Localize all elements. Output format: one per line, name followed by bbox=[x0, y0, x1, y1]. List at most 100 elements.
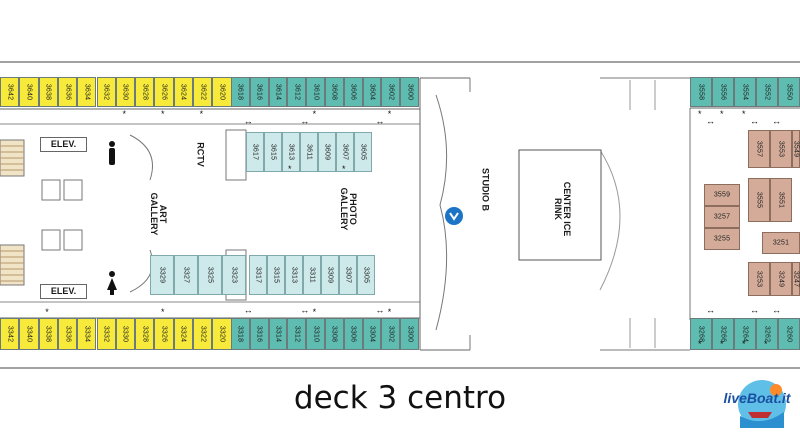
cabin-3266[interactable]: 3266 bbox=[712, 318, 734, 350]
cabin-number: 3624 bbox=[179, 83, 187, 101]
cabin-3255[interactable]: 3255 bbox=[704, 228, 740, 250]
accessible-marker: * bbox=[199, 109, 204, 119]
cabin-3326[interactable]: 3326 bbox=[154, 318, 174, 350]
cabin-3324[interactable]: 3324 bbox=[173, 318, 193, 350]
cabin-3614[interactable]: 3614 bbox=[268, 77, 288, 107]
cabin-3553[interactable]: 3553 bbox=[770, 130, 792, 168]
cabin-3626[interactable]: 3626 bbox=[154, 77, 174, 107]
cabin-3550[interactable]: 3550 bbox=[778, 77, 800, 107]
cabin-3336[interactable]: 3336 bbox=[57, 318, 78, 350]
cabin-3558[interactable]: 3558 bbox=[690, 77, 712, 107]
cabin-3607[interactable]: 3607 bbox=[336, 132, 354, 172]
cabin-3618[interactable]: 3618 bbox=[231, 77, 250, 107]
cabin-3622[interactable]: 3622 bbox=[193, 77, 213, 107]
cabin-3323[interactable]: 3323 bbox=[222, 255, 246, 295]
cabin-3302[interactable]: 3302 bbox=[381, 318, 401, 350]
cabin-3253[interactable]: 3253 bbox=[748, 262, 770, 296]
cabin-3306[interactable]: 3306 bbox=[343, 318, 363, 350]
cabin-3552[interactable]: 3552 bbox=[756, 77, 778, 107]
accessible-marker: * bbox=[342, 164, 346, 174]
cabin-3602[interactable]: 3602 bbox=[381, 77, 401, 107]
cabin-number: 3249 bbox=[777, 270, 785, 288]
cabin-3340[interactable]: 3340 bbox=[19, 318, 39, 350]
cabin-number: 3320 bbox=[218, 325, 226, 343]
cabin-3268[interactable]: 3268 bbox=[690, 318, 712, 350]
connecting-arrow: ↔ bbox=[772, 116, 781, 126]
cabin-3634[interactable]: 3634 bbox=[77, 77, 97, 107]
cabin-3316[interactable]: 3316 bbox=[249, 318, 269, 350]
cabin-3632[interactable]: 3632 bbox=[96, 77, 116, 107]
cabin-3334[interactable]: 3334 bbox=[77, 318, 97, 350]
cabin-3317[interactable]: 3317 bbox=[249, 255, 267, 295]
cabin-3247[interactable]: 3247 bbox=[792, 262, 800, 296]
cabin-3342[interactable]: 3342 bbox=[0, 318, 20, 350]
cabin-3318[interactable]: 3318 bbox=[231, 318, 250, 350]
cabin-3616[interactable]: 3616 bbox=[249, 77, 269, 107]
cabin-3620[interactable]: 3620 bbox=[212, 77, 232, 107]
cabin-3260[interactable]: 3260 bbox=[778, 318, 800, 350]
cabin-3329[interactable]: 3329 bbox=[150, 255, 174, 295]
cabin-3611[interactable]: 3611 bbox=[300, 132, 318, 172]
cabin-3555[interactable]: 3555 bbox=[748, 178, 770, 222]
cabin-number: 3636 bbox=[64, 83, 72, 101]
cabin-3325[interactable]: 3325 bbox=[198, 255, 222, 295]
cabin-3307[interactable]: 3307 bbox=[339, 255, 357, 295]
cabin-3338[interactable]: 3338 bbox=[38, 318, 58, 350]
cabin-3310[interactable]: 3310 bbox=[306, 318, 325, 350]
cabin-number: 3255 bbox=[713, 235, 731, 243]
cabin-3609[interactable]: 3609 bbox=[318, 132, 336, 172]
cabin-3313[interactable]: 3313 bbox=[285, 255, 303, 295]
cabin-number: 3340 bbox=[25, 325, 33, 343]
cabin-3332[interactable]: 3332 bbox=[96, 318, 116, 350]
cabin-3327[interactable]: 3327 bbox=[174, 255, 198, 295]
cabin-3304[interactable]: 3304 bbox=[362, 318, 382, 350]
cabin-3249[interactable]: 3249 bbox=[770, 262, 792, 296]
cabin-3554[interactable]: 3554 bbox=[734, 77, 756, 107]
cabin-3312[interactable]: 3312 bbox=[287, 318, 307, 350]
cabin-3251[interactable]: 3251 bbox=[762, 232, 800, 254]
cabin-3617[interactable]: 3617 bbox=[246, 132, 264, 172]
cabin-3262[interactable]: 3262 bbox=[756, 318, 778, 350]
cabin-3556[interactable]: 3556 bbox=[712, 77, 734, 107]
cabin-3612[interactable]: 3612 bbox=[287, 77, 307, 107]
cabin-number: 3609 bbox=[323, 143, 331, 161]
cabin-number: 3326 bbox=[160, 325, 168, 343]
cabin-3624[interactable]: 3624 bbox=[173, 77, 193, 107]
cabin-3264[interactable]: 3264 bbox=[734, 318, 756, 350]
cabin-3638[interactable]: 3638 bbox=[38, 77, 58, 107]
cabin-3305[interactable]: 3305 bbox=[357, 255, 375, 295]
cabin-number: 3554 bbox=[741, 83, 749, 101]
cabin-3559[interactable]: 3559 bbox=[704, 184, 740, 206]
cabin-3300[interactable]: 3300 bbox=[400, 318, 419, 350]
cabin-3604[interactable]: 3604 bbox=[362, 77, 382, 107]
cabin-3615[interactable]: 3615 bbox=[264, 132, 282, 172]
cabin-3315[interactable]: 3315 bbox=[267, 255, 285, 295]
cabin-3328[interactable]: 3328 bbox=[135, 318, 155, 350]
cabin-3628[interactable]: 3628 bbox=[135, 77, 155, 107]
cabin-3608[interactable]: 3608 bbox=[325, 77, 344, 107]
accessible-marker: * bbox=[720, 339, 724, 349]
cabin-3309[interactable]: 3309 bbox=[321, 255, 339, 295]
cabin-3636[interactable]: 3636 bbox=[57, 77, 78, 107]
cabin-3557[interactable]: 3557 bbox=[748, 130, 770, 168]
cabin-3613[interactable]: 3613 bbox=[282, 132, 300, 172]
cabin-3610[interactable]: 3610 bbox=[306, 77, 325, 107]
cabin-3630[interactable]: 3630 bbox=[115, 77, 136, 107]
cabin-number: 3559 bbox=[713, 191, 731, 199]
cabin-3551[interactable]: 3551 bbox=[770, 178, 792, 222]
accessible-marker: * bbox=[764, 339, 768, 349]
cabin-3330[interactable]: 3330 bbox=[115, 318, 136, 350]
cabin-3642[interactable]: 3642 bbox=[0, 77, 20, 107]
cabin-3311[interactable]: 3311 bbox=[303, 255, 321, 295]
cabin-3600[interactable]: 3600 bbox=[400, 77, 419, 107]
cabin-3314[interactable]: 3314 bbox=[268, 318, 288, 350]
cabin-3322[interactable]: 3322 bbox=[193, 318, 213, 350]
cabin-3606[interactable]: 3606 bbox=[343, 77, 363, 107]
cabin-3320[interactable]: 3320 bbox=[212, 318, 232, 350]
cabin-3308[interactable]: 3308 bbox=[325, 318, 344, 350]
cabin-3549[interactable]: 3549 bbox=[792, 130, 800, 168]
logo-text: liveBoat.it bbox=[723, 390, 791, 406]
cabin-3257[interactable]: 3257 bbox=[704, 206, 740, 228]
cabin-3640[interactable]: 3640 bbox=[19, 77, 39, 107]
cabin-3605[interactable]: 3605 bbox=[354, 132, 372, 172]
